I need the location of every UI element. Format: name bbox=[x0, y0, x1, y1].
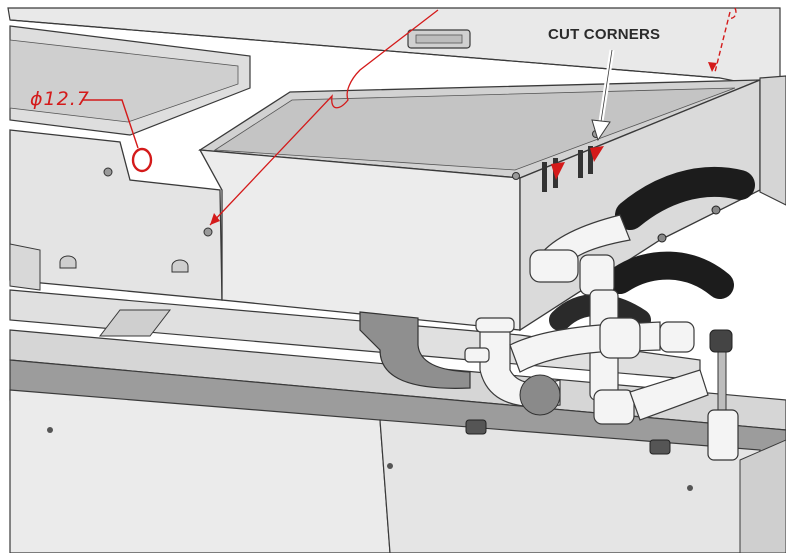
cut-corner-mark bbox=[590, 146, 604, 162]
foot bbox=[465, 419, 487, 435]
bolt bbox=[203, 227, 213, 237]
bolt bbox=[103, 167, 113, 177]
slot bbox=[588, 146, 593, 174]
mount-hole bbox=[171, 259, 189, 273]
center-tray-front bbox=[198, 149, 521, 331]
right-panel bbox=[759, 75, 786, 206]
lower-tray-left bbox=[9, 389, 391, 553]
dimension-label: ϕ12.7 bbox=[30, 88, 90, 110]
cut-corners-label: CUT CORNERS bbox=[548, 26, 661, 43]
slot bbox=[578, 150, 583, 178]
slot bbox=[542, 162, 547, 192]
dimension-leader bbox=[82, 99, 139, 149]
mount-hole bbox=[59, 255, 77, 269]
hose bbox=[615, 166, 755, 230]
markup-line bbox=[209, 9, 439, 226]
callout-arrowhead bbox=[591, 119, 611, 142]
bracket bbox=[359, 311, 471, 389]
hole-marking-ring bbox=[131, 147, 153, 173]
clamp bbox=[707, 409, 739, 461]
cut-corner-mark bbox=[551, 162, 565, 180]
markup-line-top-right bbox=[714, 7, 737, 73]
bolt bbox=[512, 172, 520, 180]
foot bbox=[649, 439, 671, 455]
frame-rail-lower bbox=[9, 329, 786, 431]
hose bbox=[606, 251, 734, 299]
